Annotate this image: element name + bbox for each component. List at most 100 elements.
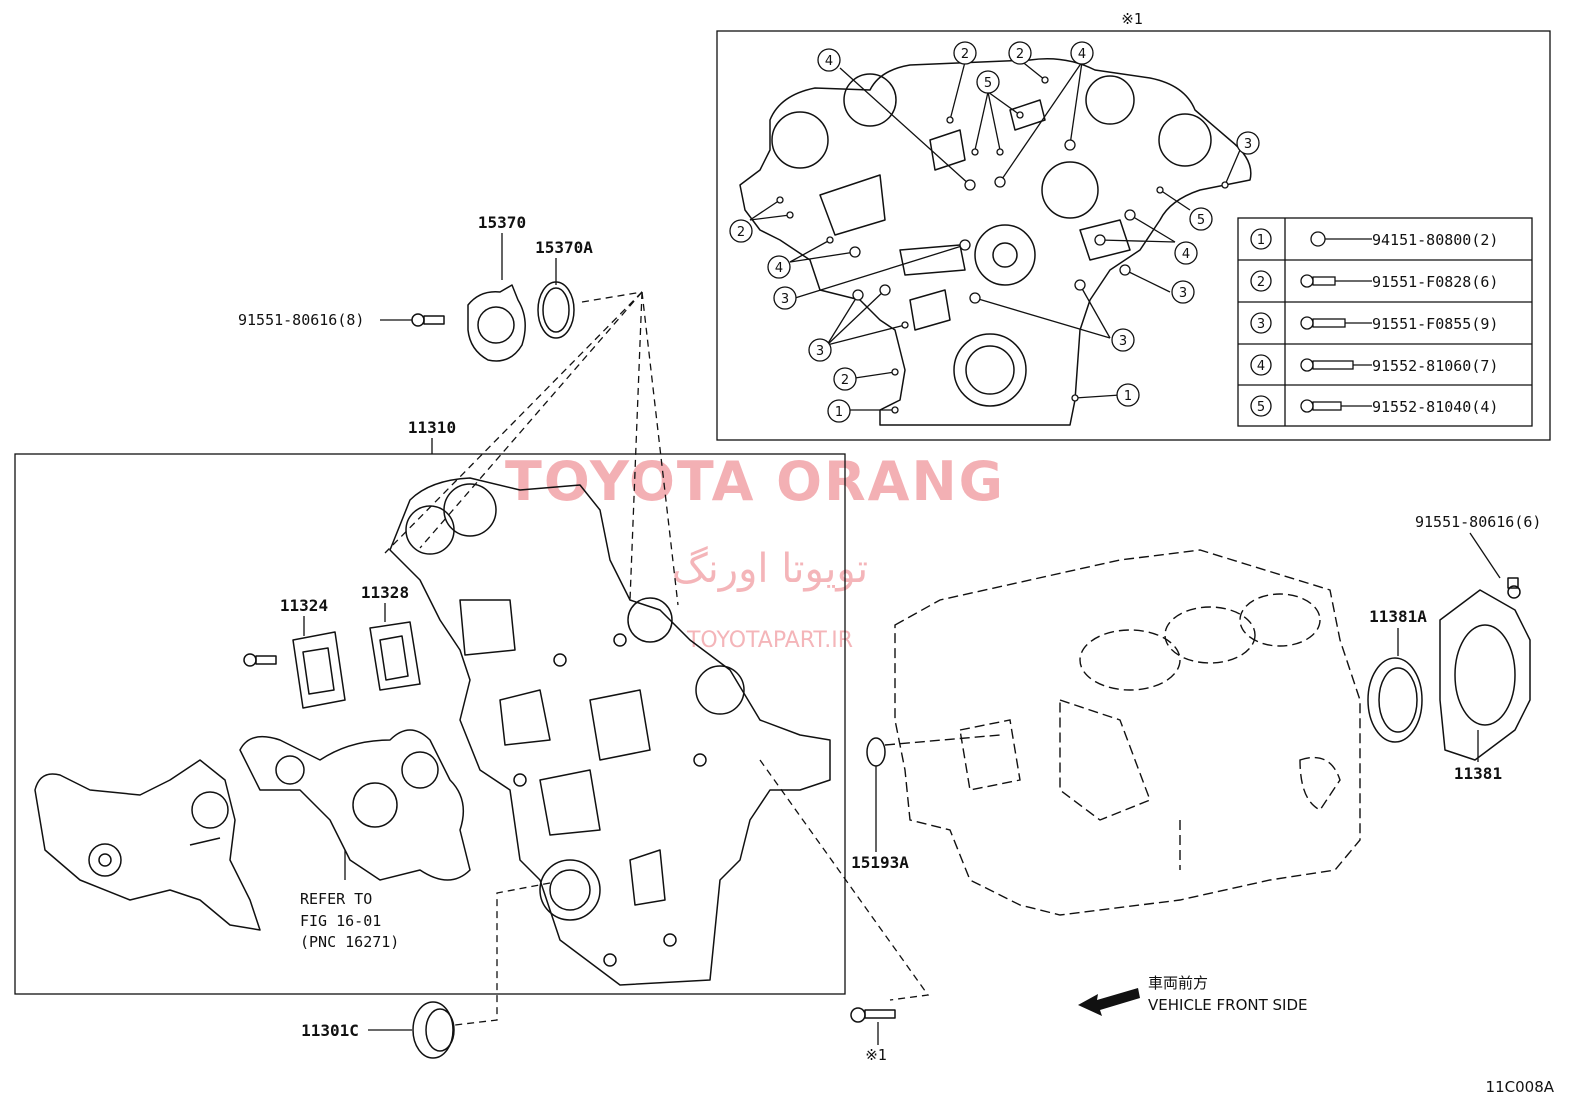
svg-text:2: 2 xyxy=(961,47,969,62)
legend-row: 2 91551-F0828(6) xyxy=(1250,270,1498,292)
svg-text:3: 3 xyxy=(781,292,789,307)
svg-text:2: 2 xyxy=(1016,47,1024,62)
svg-text:11381: 11381 xyxy=(1454,764,1502,783)
svg-text:5: 5 xyxy=(1197,213,1205,228)
bolt-hole-dots xyxy=(776,76,1229,414)
marker-1: 1 xyxy=(1116,383,1140,407)
svg-text:4: 4 xyxy=(775,261,783,276)
rear-seal-retainer xyxy=(1439,589,1531,761)
svg-text:4: 4 xyxy=(1078,47,1086,62)
svg-text:※1: ※1 xyxy=(865,1046,887,1064)
dashed-leaders xyxy=(384,291,930,1026)
svg-text:91551-80616(6): 91551-80616(6) xyxy=(1415,513,1541,531)
svg-text:FIG 16-01: FIG 16-01 xyxy=(300,912,381,930)
legend-row: 3 91551-F0855(9) xyxy=(1250,312,1498,334)
bolt-icon xyxy=(243,653,277,667)
svg-text:11328: 11328 xyxy=(361,583,409,602)
svg-text:11324: 11324 xyxy=(280,596,328,615)
bolt-icon xyxy=(1507,577,1521,599)
svg-text:2: 2 xyxy=(737,225,745,240)
svg-text:(PNC 16271): (PNC 16271) xyxy=(300,933,399,951)
svg-text:4: 4 xyxy=(1257,359,1265,374)
svg-text:1: 1 xyxy=(1124,389,1132,404)
svg-text:3: 3 xyxy=(816,344,824,359)
timing-cover-assembly: 11310 11324 11328 xyxy=(14,418,846,995)
marker-3: 3 xyxy=(1171,280,1195,304)
marker-2: 2 xyxy=(729,219,753,243)
cover-gasket xyxy=(369,621,421,691)
legend-row: 1 94151-80800(2) xyxy=(1250,228,1498,250)
marker-4: 4 xyxy=(1070,41,1094,65)
legend-row: 5 91552-81040(4) xyxy=(1250,395,1498,417)
vehicle-front-direction: 車両前方 VEHICLE FRONT SIDE xyxy=(1078,974,1308,1016)
bolt-icon xyxy=(850,1007,896,1023)
marker-4: 4 xyxy=(767,255,791,279)
rear-oil-seal xyxy=(1367,657,1423,743)
assembly-frame xyxy=(14,453,846,995)
svg-text:TOYOTAPART.IR: TOYOTAPART.IR xyxy=(686,628,853,653)
bolt-legend-table: 1 94151-80800(2) 2 91551-F0828(6) 3 9155… xyxy=(1237,217,1533,427)
svg-text:VEHICLE FRONT SIDE: VEHICLE FRONT SIDE xyxy=(1148,996,1308,1014)
marker-4: 4 xyxy=(1174,241,1198,265)
rear-oil-seal-group: 91551-80616(6) 11381A 11381 xyxy=(1367,513,1541,783)
svg-text:REFER TO: REFER TO xyxy=(300,890,372,908)
svg-text:3: 3 xyxy=(1179,286,1187,301)
svg-text:15370: 15370 xyxy=(478,213,526,232)
bolt-icon xyxy=(1300,316,1314,330)
svg-text:1: 1 xyxy=(835,405,843,420)
marker-1: 1 xyxy=(827,399,851,423)
svg-text:94151-80800(2): 94151-80800(2) xyxy=(1372,231,1498,249)
svg-text:91552-81060(7): 91552-81060(7) xyxy=(1372,357,1498,375)
marker-3: 3 xyxy=(1236,131,1260,155)
diagram-code: 11C008A xyxy=(1486,1078,1555,1096)
seal-15193A: 15193A xyxy=(851,737,909,872)
svg-text:11301C: 11301C xyxy=(301,1021,359,1040)
svg-text:91551-F0828(6): 91551-F0828(6) xyxy=(1372,273,1498,291)
bolt-icon xyxy=(411,313,445,327)
detail-leaders xyxy=(749,59,1241,411)
svg-text:3: 3 xyxy=(1257,317,1265,332)
svg-text:4: 4 xyxy=(1182,247,1190,262)
bolt-icon xyxy=(1300,399,1314,413)
marker-3: 3 xyxy=(808,338,832,362)
detail-inset: ※1 xyxy=(716,10,1551,441)
marker-2: 2 xyxy=(1008,41,1032,65)
svg-text:2: 2 xyxy=(1257,275,1265,290)
marker-4: 4 xyxy=(817,48,841,72)
svg-text:2: 2 xyxy=(841,373,849,388)
svg-text:تویوتا اورنگ: تویوتا اورنگ xyxy=(672,546,868,592)
svg-text:車両前方: 車両前方 xyxy=(1148,974,1208,992)
svg-text:15370A: 15370A xyxy=(535,238,593,257)
water-inlet-housing xyxy=(467,284,526,362)
cover-plate xyxy=(292,631,346,709)
legend-row: 4 91552-81060(7) xyxy=(1250,354,1498,376)
marker-5: 5 xyxy=(1189,207,1213,231)
timing-cover-front-view xyxy=(739,58,1252,426)
svg-text:3: 3 xyxy=(1244,137,1252,152)
bottom-bolt: ※1 xyxy=(850,1007,896,1064)
svg-text:11381A: 11381A xyxy=(1369,607,1427,626)
svg-text:3: 3 xyxy=(1119,334,1127,349)
timing-cover xyxy=(389,477,831,986)
marker-2: 2 xyxy=(833,367,857,391)
marker-3: 3 xyxy=(773,286,797,310)
bolt-icon xyxy=(1300,274,1314,288)
svg-text:5: 5 xyxy=(984,76,992,91)
detail-markers: 4 2 2 4 5 3 2 5 4 4 3 3 3 3 2 1 1 xyxy=(729,41,1260,423)
watermark: TOYOTA ORANG تویوتا اورنگ TOYOTAPART.IR xyxy=(505,450,1005,653)
flange-bolt-icon xyxy=(1310,231,1326,247)
marker-5: 5 xyxy=(976,70,1000,94)
water-pump xyxy=(34,759,261,931)
oil-seal-front: 11301C xyxy=(301,1001,455,1059)
engine-block xyxy=(884,549,1361,916)
svg-text:91551-F0855(9): 91551-F0855(9) xyxy=(1372,315,1498,333)
svg-text:TOYOTA ORANG: TOYOTA ORANG xyxy=(505,450,1005,513)
marker-2: 2 xyxy=(953,41,977,65)
detail-marker: ※1 xyxy=(1121,10,1143,28)
arrow-left-icon xyxy=(1078,988,1140,1016)
svg-text:15193A: 15193A xyxy=(851,853,909,872)
svg-text:1: 1 xyxy=(1257,233,1265,248)
bolt-icon xyxy=(1300,358,1314,372)
svg-text:5: 5 xyxy=(1257,400,1265,415)
svg-text:91552-81040(4): 91552-81040(4) xyxy=(1372,398,1498,416)
